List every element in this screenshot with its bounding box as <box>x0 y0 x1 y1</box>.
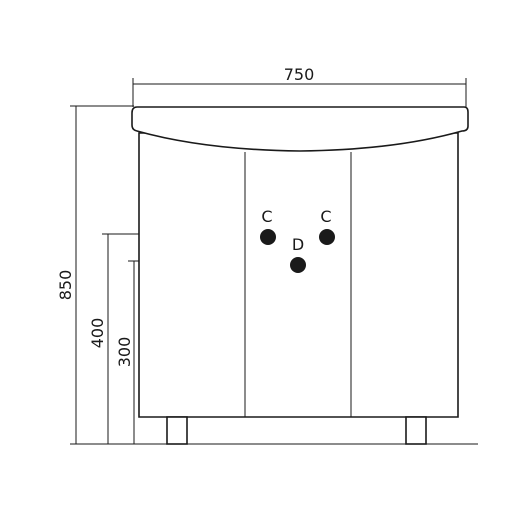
cabinet <box>138 132 459 418</box>
basin-top <box>131 106 469 152</box>
width-dimension: 750 <box>132 65 467 107</box>
cabinet-body <box>138 132 459 418</box>
height-dimension: 850 <box>56 105 134 444</box>
height-label: 850 <box>56 270 75 301</box>
hot-water-point <box>319 229 335 245</box>
leg-left <box>166 416 188 445</box>
cold-hot-height-label: 400 <box>88 318 107 349</box>
width-label: 750 <box>284 65 315 84</box>
cold-water-marker: C <box>261 207 272 226</box>
drain-marker: D <box>292 235 304 254</box>
leg-right <box>405 416 427 445</box>
connection-points: C C D <box>260 207 335 273</box>
cold-water-point <box>260 229 276 245</box>
hot-water-marker: C <box>320 207 331 226</box>
drain-point <box>290 257 306 273</box>
drain-height-label: 300 <box>115 337 134 368</box>
